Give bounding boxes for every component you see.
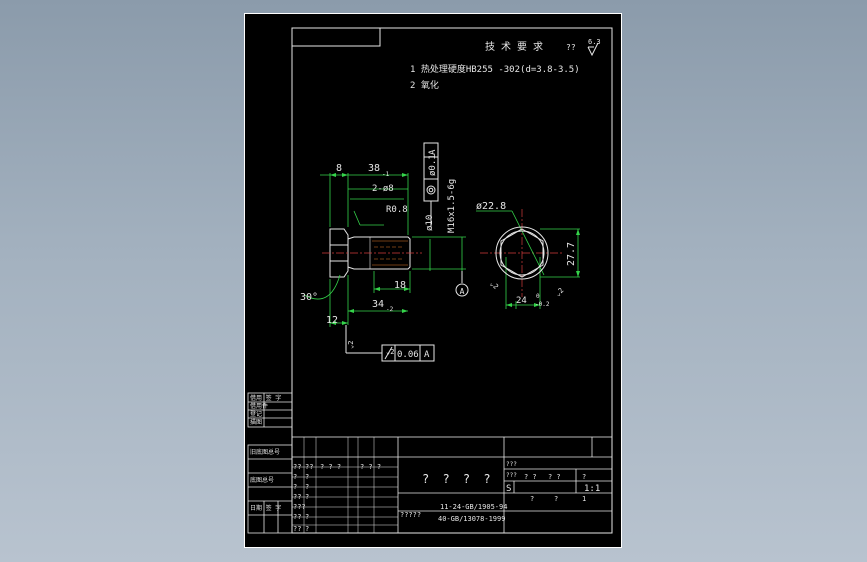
tb-qmarks-2b: ? ? <box>548 473 561 481</box>
left-table-r5: 旧底图总号 <box>250 448 280 456</box>
left-table-r3: 登记 <box>250 410 262 418</box>
tb-q-13: ? <box>530 495 534 503</box>
tb-qmarks-c: ? ? ? <box>320 463 341 471</box>
tb-q-12: ? <box>582 473 586 481</box>
tb-q-9: ? <box>305 513 309 521</box>
dim-38-tol: -1 <box>382 171 390 178</box>
tb-q-6: ? <box>305 493 309 501</box>
tb-q-11: ? <box>305 525 309 533</box>
left-table-r6: 底图总号 <box>250 476 274 484</box>
roughness-mark: ?? <box>566 43 576 52</box>
dim-24-tol: -0.2 <box>535 301 550 308</box>
dim-34: 34 <box>372 299 384 310</box>
tb-q-8: ?? <box>293 513 301 521</box>
datum-label: A <box>460 287 465 296</box>
tb-std-1: 11-24-GB/1905-94 <box>440 503 507 511</box>
drawing-canvas: 技 术 要 求 ?? 6.3 1 热处理硬度HB255 -302(d=3.8-3… <box>244 13 622 548</box>
tb-q-1: ? <box>293 473 297 481</box>
title-block-grid <box>291 436 613 534</box>
runout-frame: 0.06 A <box>345 325 435 362</box>
tb-q-4: ? <box>305 483 309 491</box>
dim-34-tol: -2 <box>386 306 394 313</box>
drawing-name: ? ? ? ? <box>422 472 494 486</box>
runout-datum: A <box>424 350 430 360</box>
dim-12: 12 <box>326 315 338 326</box>
left-table-r7: 日期 签 字 <box>250 504 281 512</box>
dim-38: 38 <box>368 163 380 174</box>
roughness-symbol <box>587 42 599 57</box>
roughness-c: ⌄2 <box>554 286 566 298</box>
dim-dia-22-8: ø22.8 <box>476 201 506 212</box>
tb-std-2: 40-GB/13078-1999 <box>438 515 505 523</box>
tb-code: ????? <box>400 511 421 519</box>
runout-value: 0.06 <box>397 350 419 360</box>
dimension-arrows <box>330 173 580 325</box>
tb-q-5: ?? <box>293 493 301 501</box>
roughness-b: ⌄2 <box>488 279 500 291</box>
left-table-r1: 借用 签 字 <box>250 394 281 402</box>
tb-qmarks-2a: ? ? <box>524 473 537 481</box>
left-table-r4: 描图 <box>250 418 262 426</box>
tb-q-14: ? <box>554 495 558 503</box>
dim-18: 18 <box>394 280 406 291</box>
dim-8: 8 <box>336 163 342 174</box>
roughness-a: ⌄2 <box>347 341 355 349</box>
roughness-d: ⌄2 <box>386 348 394 356</box>
dim-radius: R0.8 <box>386 205 408 215</box>
sheet-background <box>244 13 622 548</box>
conc-value: ø0.1 <box>428 154 438 176</box>
dim-27-7: 27.7 <box>566 242 577 266</box>
tb-qmarks-d: ? ? ? <box>360 463 381 471</box>
tech-req-item-1: 1 热处理硬度HB255 -302(d=3.8-3.5) <box>410 63 580 75</box>
tech-req-title: 技 术 要 求 <box>485 40 543 53</box>
tb-qmarks-a: ?? <box>293 463 301 471</box>
centre-lines <box>322 209 564 297</box>
conc-datum: A <box>428 149 438 155</box>
dim-24-zero: 0 <box>536 293 540 300</box>
roughness-value: 6.3 <box>588 38 601 46</box>
tb-q-10: ?? <box>293 525 301 533</box>
dim-dia-10: ø10 <box>425 215 435 231</box>
tb-qmarks-b: ?? <box>305 463 313 471</box>
bolt-head <box>329 228 349 278</box>
tb-scale: 1:1 <box>584 484 600 494</box>
thread-hatch <box>372 240 408 266</box>
tb-q-2: ? <box>305 473 309 481</box>
dim-24: 24 <box>516 296 527 306</box>
tech-req-item-2: 2 氧化 <box>410 79 439 91</box>
bolt-end-view <box>495 226 549 280</box>
dim-angle: 30° <box>300 292 318 303</box>
tb-one: 1 <box>582 495 586 503</box>
tb-q-3: ? <box>293 483 297 491</box>
tb-s-label: S <box>506 484 511 494</box>
left-table-r2: 借用件 <box>250 402 268 410</box>
tb-q-7: ??? <box>293 503 306 511</box>
outer-border <box>244 13 622 548</box>
dim-thread: M16x1.5-6g <box>447 179 457 233</box>
dim-chamfer: 2-ø8 <box>372 184 394 194</box>
drawing-sheet: 技 术 要 求 ?? 6.3 1 热处理硬度HB255 -302(d=3.8-3… <box>244 13 622 548</box>
datum-symbol: A <box>455 271 469 297</box>
tb-small-q-1: ??? <box>506 461 517 468</box>
corner-code-box <box>291 27 381 47</box>
tb-small-q-2: ??? <box>506 472 517 479</box>
concentricity-frame: ø0.1 A <box>423 142 439 227</box>
